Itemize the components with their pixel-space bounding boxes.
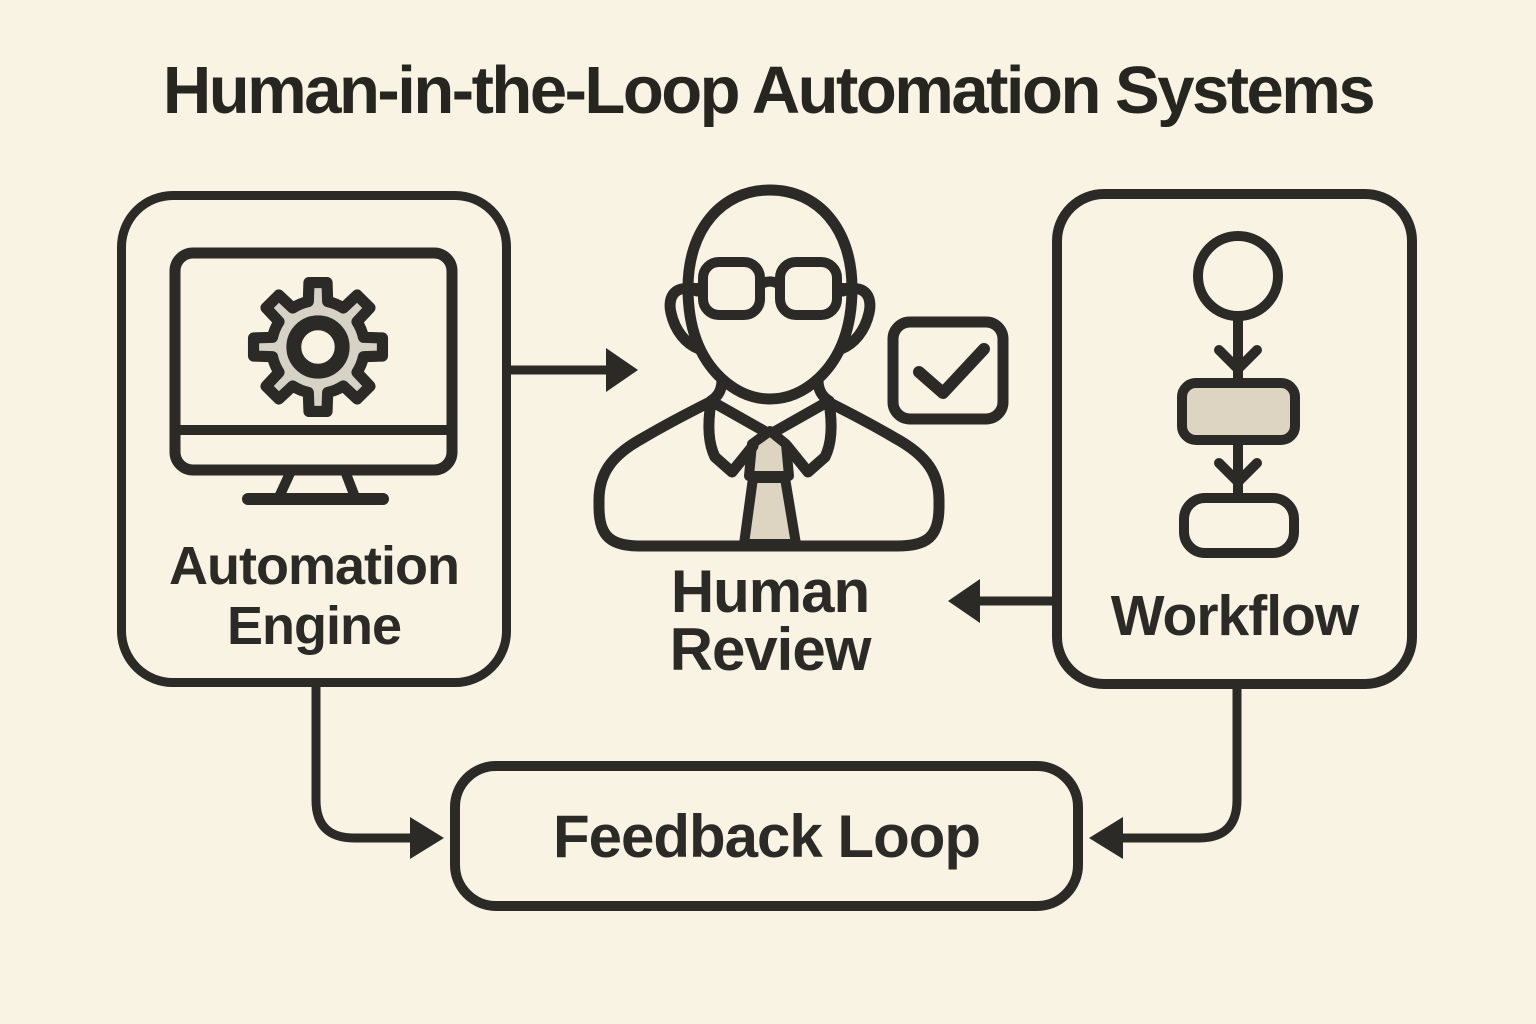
checkbox-frame bbox=[887, 316, 1009, 425]
flowchart-process-box bbox=[1177, 378, 1300, 445]
arrowhead-left-icon bbox=[948, 579, 980, 623]
collar-v bbox=[705, 395, 835, 437]
arrowhead-right-icon bbox=[606, 348, 638, 392]
flowchart-start-circle bbox=[1193, 231, 1283, 321]
feedback-loop-node: Feedback Loop bbox=[450, 761, 1083, 911]
flowchart-chevron-1 bbox=[1214, 345, 1262, 374]
arrowhead-left-icon bbox=[1089, 817, 1123, 859]
left-ear bbox=[664, 283, 705, 355]
automation-engine-label: Automation Engine bbox=[169, 536, 460, 657]
gear-hub bbox=[286, 315, 350, 379]
diagram-title: Human-in-the-Loop Automation Systems bbox=[162, 53, 1376, 128]
glasses-icon bbox=[688, 257, 852, 320]
automation-engine-node bbox=[117, 191, 511, 687]
workflow-node bbox=[1052, 189, 1417, 689]
flowchart-end-box bbox=[1179, 493, 1299, 558]
shoulders-outline bbox=[593, 395, 945, 552]
collar-wing-left bbox=[703, 396, 759, 478]
workflow-label: Workflow bbox=[1110, 584, 1359, 648]
monitor-screen bbox=[169, 247, 458, 476]
monitor-stand bbox=[274, 466, 360, 502]
collar-wing-right bbox=[781, 396, 837, 478]
arrow-engine-to-feedback bbox=[311, 687, 410, 843]
right-ear bbox=[835, 283, 876, 355]
human-review-label: Human Review bbox=[669, 558, 872, 684]
flowchart-chevron-2 bbox=[1214, 458, 1262, 487]
arrow-workflow-to-feedback bbox=[1123, 689, 1242, 843]
feedback-loop-label: Feedback Loop bbox=[552, 802, 981, 870]
arrowhead-right-icon bbox=[410, 817, 444, 859]
gear-icon bbox=[247, 276, 389, 418]
checkmark-icon bbox=[913, 343, 990, 399]
